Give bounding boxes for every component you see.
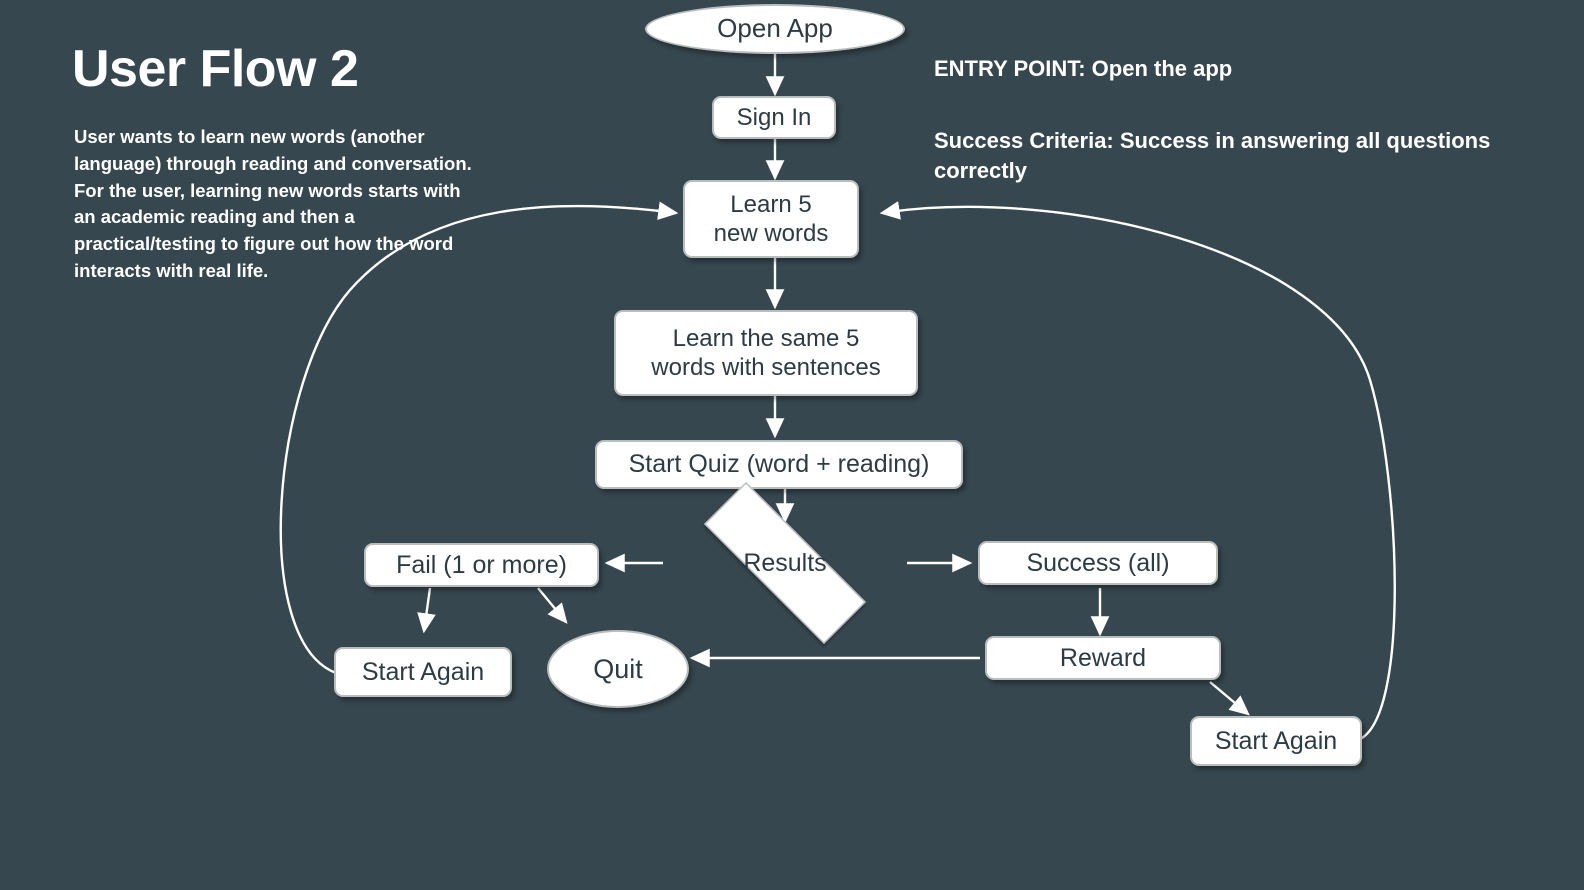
entry-point-note: ENTRY POINT: Open the app <box>934 56 1233 81</box>
page-title: User Flow 2 <box>72 40 359 98</box>
node-fail[interactable]: Fail (1 or more) <box>364 543 599 587</box>
node-reward-label: Reward <box>1059 643 1147 672</box>
node-quit[interactable]: Quit <box>547 630 689 708</box>
node-learn-same-5-words[interactable]: Learn the same 5 words with sentences <box>614 310 918 396</box>
node-sign-in-label: Sign In <box>736 103 812 131</box>
node-quit-label: Quit <box>593 653 643 684</box>
node-start-again-left[interactable]: Start Again <box>334 647 512 697</box>
node-start-again-right-label: Start Again <box>1214 726 1338 755</box>
node-success-label: Success (all) <box>1026 548 1170 577</box>
node-fail-label: Fail (1 or more) <box>396 550 567 579</box>
node-learn-5-new-words[interactable]: Learn 5 new words <box>683 180 859 258</box>
node-learn-same-line-2: words with sentences <box>651 354 881 381</box>
node-start-again-right[interactable]: Start Again <box>1190 716 1362 766</box>
node-sign-in[interactable]: Sign In <box>712 96 836 139</box>
edge-fail-to-quit <box>537 587 568 624</box>
edge-reward-to-start-again-right <box>1209 681 1250 716</box>
node-open-app-label: Open App <box>717 13 833 44</box>
node-results[interactable]: Results <box>665 482 905 644</box>
node-learn-5-line-2: new words <box>713 220 829 247</box>
node-learn-same-line-1: Learn the same 5 <box>672 324 860 352</box>
node-learn-5-line-1: Learn 5 <box>730 190 812 218</box>
node-open-app[interactable]: Open App <box>645 4 905 54</box>
edge-fail-to-start-again-left <box>417 587 436 634</box>
node-reward[interactable]: Reward <box>985 636 1221 680</box>
success-criteria-note: Success Criteria: Success in answering a… <box>934 128 1491 184</box>
node-start-quiz-label: Start Quiz (word + reading) <box>628 450 930 479</box>
node-start-again-left-label: Start Again <box>361 657 485 686</box>
node-results-label: Results <box>743 548 827 577</box>
node-success[interactable]: Success (all) <box>978 541 1218 585</box>
node-start-quiz[interactable]: Start Quiz (word + reading) <box>595 440 963 489</box>
flow-description: User wants to learn new words (another l… <box>74 126 472 282</box>
